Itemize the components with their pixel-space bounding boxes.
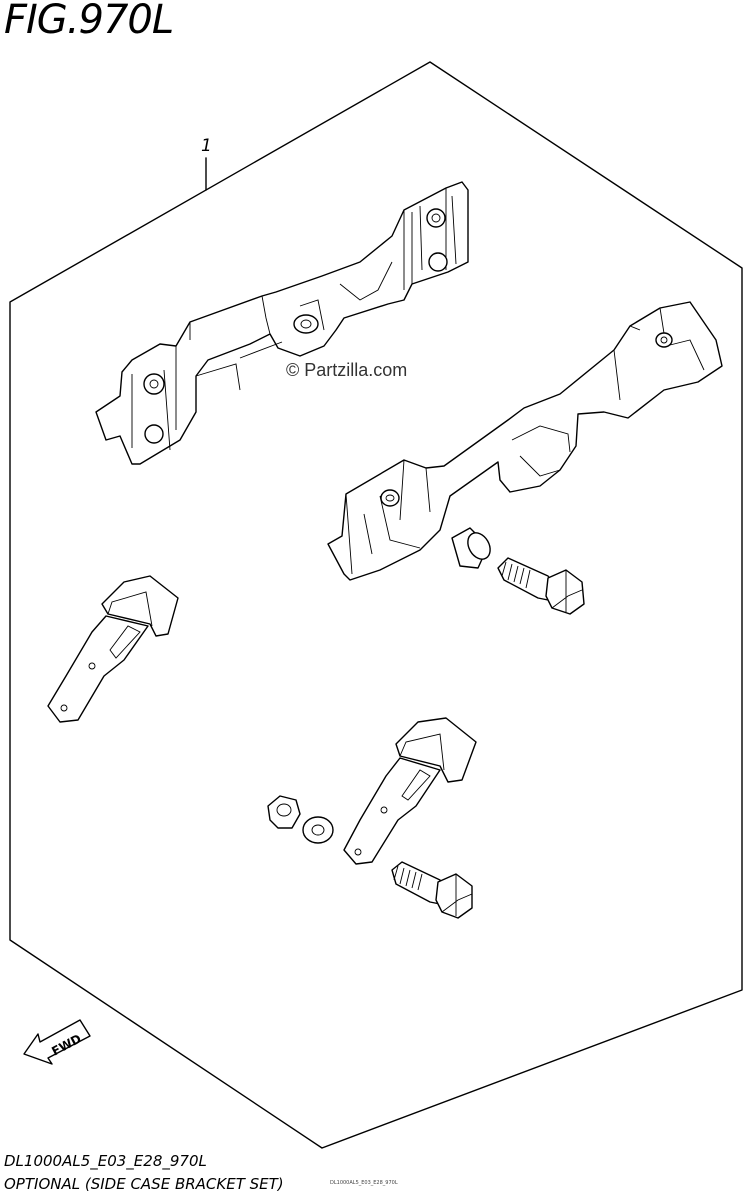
figure-title: FIG.970L [4,0,174,43]
footer-code: DL1000AL5_E03_E28_970L [4,1152,207,1170]
footer-name: OPTIONAL (SIDE CASE BRACKET SET) [4,1175,284,1193]
kit-boundary-hexagon [9,61,743,1149]
footer-small-text: DL1000AL5_E03_E28_970L [330,1180,398,1186]
side-case-bracket-right-icon [327,301,723,581]
nut-icon [267,795,301,829]
callout-number: 1 [201,136,212,156]
collar-icon [451,527,491,569]
washer-icon [302,816,334,844]
bolt-icon [497,557,585,615]
fwd-arrow-icon: FWD [23,1019,91,1065]
side-case-bracket-left-icon [95,181,469,465]
hook-bracket-icon [47,575,179,723]
bolt-icon [391,861,473,919]
watermark: © Partzilla.com [286,360,408,380]
hook-bracket-icon [343,717,477,865]
